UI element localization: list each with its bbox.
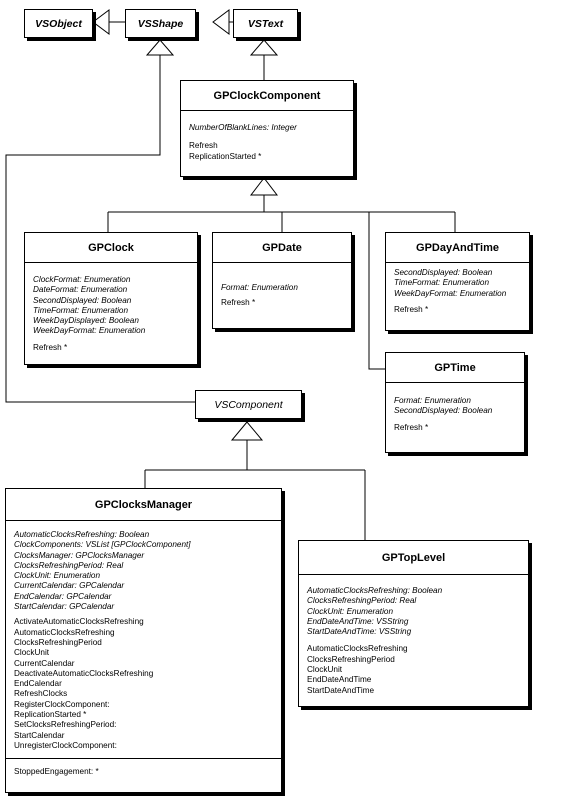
vsshape-class: VSShape <box>125 9 196 38</box>
attribute: ClockFormat: Enumeration <box>33 275 131 284</box>
attribute: TimeFormat: Enumeration <box>394 278 490 288</box>
attribute: ClockUnit: Enumeration <box>307 606 394 616</box>
gpclock-class: GPClock ClockFormat: Enumeration DateFor… <box>24 232 198 365</box>
attribute: ClockUnit: Enumeration <box>14 571 101 581</box>
gpdayandtime-attributes: SecondDisplayed: Boolean TimeFormat: Enu… <box>386 263 529 305</box>
gpdate-operations: Refresh * <box>213 298 351 312</box>
gpclock-operations: Refresh * <box>25 343 197 357</box>
attribute: NumberOfBlankLines: Integer <box>189 123 297 132</box>
operation: ActivateAutomaticClocksRefreshing <box>14 617 144 627</box>
gptime-name: GPTime <box>386 353 524 383</box>
attribute: TimeFormat: Enumeration <box>33 305 129 315</box>
attribute: ClocksRefreshingPeriod: Real <box>307 596 417 606</box>
gpclocksmanager-extra: StoppedEngagement: * <box>6 759 281 781</box>
attribute: ClocksManager: GPClocksManager <box>14 550 145 560</box>
attribute: AutomaticClocksRefreshing: Boolean <box>307 586 443 595</box>
gptoplevel-name: GPTopLevel <box>299 541 528 575</box>
gpclocksmanager-operations: ActivateAutomaticClocksRefreshing Automa… <box>6 617 281 760</box>
operation: CurrentCalendar <box>14 658 75 668</box>
operation: AutomaticClocksRefreshing <box>307 644 408 654</box>
operation: Refresh <box>189 141 218 151</box>
operation: Refresh * <box>33 342 68 352</box>
gpclock-attributes: ClockFormat: Enumeration DateFormat: Enu… <box>25 263 197 343</box>
attribute: DateFormat: Enumeration <box>33 285 128 295</box>
operation: DeactivateAutomaticClocksRefreshing <box>14 668 154 678</box>
gpclocksmanager-class: GPClocksManager AutomaticClocksRefreshin… <box>5 488 282 793</box>
attribute: StartDateAndTime: VSString <box>307 627 412 637</box>
operation: EndDateAndTime <box>307 675 372 685</box>
gptime-operations: Refresh * <box>386 423 524 437</box>
attribute: SecondDisplayed: Boolean <box>33 295 132 305</box>
attribute: Format: Enumeration <box>394 396 471 405</box>
gpdate-attributes: Format: Enumeration <box>213 263 351 298</box>
operation: Refresh * <box>221 298 256 308</box>
operation: StartDateAndTime <box>307 685 375 695</box>
operation: ClocksRefreshingPeriod <box>307 654 395 664</box>
operation: RefreshClocks <box>14 689 68 699</box>
gptoplevel-attributes: AutomaticClocksRefreshing: Boolean Clock… <box>299 575 528 644</box>
vsshape-generalization-arrow-2 <box>145 39 175 56</box>
attribute: SecondDisplayed: Boolean <box>394 268 493 277</box>
operation: Refresh * <box>394 304 429 314</box>
gpclock-name: GPClock <box>25 233 197 263</box>
gpdate-class: GPDate Format: Enumeration Refresh * <box>212 232 352 329</box>
vstext-class: VSText <box>233 9 298 38</box>
operation: ReplicationStarted * <box>189 151 262 161</box>
gptime-attributes: Format: Enumeration SecondDisplayed: Boo… <box>386 383 524 423</box>
attribute: CurrentCalendar: GPCalendar <box>14 581 125 591</box>
operation: UnregisterClockComponent: <box>14 740 117 750</box>
gpclocksmanager-name: GPClocksManager <box>6 489 281 521</box>
operation: SetClocksRefreshingPeriod: <box>14 720 117 730</box>
operation: ClockUnit <box>14 648 50 658</box>
operation: EndCalendar <box>14 679 62 689</box>
gpclockcomponent-operations: Refresh ReplicationStarted * <box>181 138 353 166</box>
attribute: WeekDayFormat: Enumeration <box>394 288 507 298</box>
vscomponent-generalization-arrow <box>230 421 264 441</box>
gpclockcomponent-name: GPClockComponent <box>181 81 353 111</box>
attribute: WeekDayDisplayed: Boolean <box>33 316 139 326</box>
vstext-name: VSText <box>247 17 284 30</box>
vstext-generalization-arrow <box>249 39 279 56</box>
operation: ReplicationStarted * <box>14 710 87 720</box>
vsshape-generalization-arrow <box>212 9 230 35</box>
gpclockcomponent-generalization-arrow <box>249 177 279 196</box>
vsobject-generalization-arrow <box>92 9 110 35</box>
gpclocksmanager-attributes: AutomaticClocksRefreshing: Boolean Clock… <box>6 521 281 617</box>
vsobject-class: VSObject <box>24 9 93 38</box>
operation: StoppedEngagement: * <box>14 767 99 777</box>
attribute: AutomaticClocksRefreshing: Boolean <box>14 530 150 539</box>
gpdayandtime-class: GPDayAndTime SecondDisplayed: Boolean Ti… <box>385 232 530 331</box>
operation: AutomaticClocksRefreshing <box>14 627 115 637</box>
gpdayandtime-operations: Refresh * <box>386 305 529 319</box>
vscomponent-name: VSComponent <box>214 398 283 411</box>
operation: StartCalendar <box>14 730 65 740</box>
gpclockcomponent-attributes: NumberOfBlankLines: Integer <box>181 111 353 138</box>
gptoplevel-class: GPTopLevel AutomaticClocksRefreshing: Bo… <box>298 540 529 707</box>
operation: ClocksRefreshingPeriod <box>14 637 102 647</box>
gpclockcomponent-class: GPClockComponent NumberOfBlankLines: Int… <box>180 80 354 177</box>
attribute: SecondDisplayed: Boolean <box>394 406 493 416</box>
gpdate-name: GPDate <box>213 233 351 263</box>
operation: RegisterClockComponent: <box>14 699 110 709</box>
vscomponent-class: VSComponent <box>195 390 302 419</box>
operation: ClockUnit <box>307 665 343 675</box>
attribute: EndCalendar: GPCalendar <box>14 591 112 601</box>
attribute: ClockComponents: VSList [GPClockComponen… <box>14 540 191 550</box>
vsobject-name: VSObject <box>35 17 82 30</box>
operation: Refresh * <box>394 422 429 432</box>
gptoplevel-operations: AutomaticClocksRefreshing ClocksRefreshi… <box>299 644 528 699</box>
attribute: ClocksRefreshingPeriod: Real <box>14 560 124 570</box>
vsshape-name: VSShape <box>137 17 184 30</box>
gpdayandtime-name: GPDayAndTime <box>386 233 529 263</box>
attribute: EndDateAndTime: VSString <box>307 616 409 626</box>
gptime-class: GPTime Format: Enumeration SecondDisplay… <box>385 352 525 453</box>
attribute: StartCalendar: GPCalendar <box>14 602 115 612</box>
attribute: Format: Enumeration <box>221 283 298 292</box>
attribute: WeekDayFormat: Enumeration <box>33 326 146 336</box>
